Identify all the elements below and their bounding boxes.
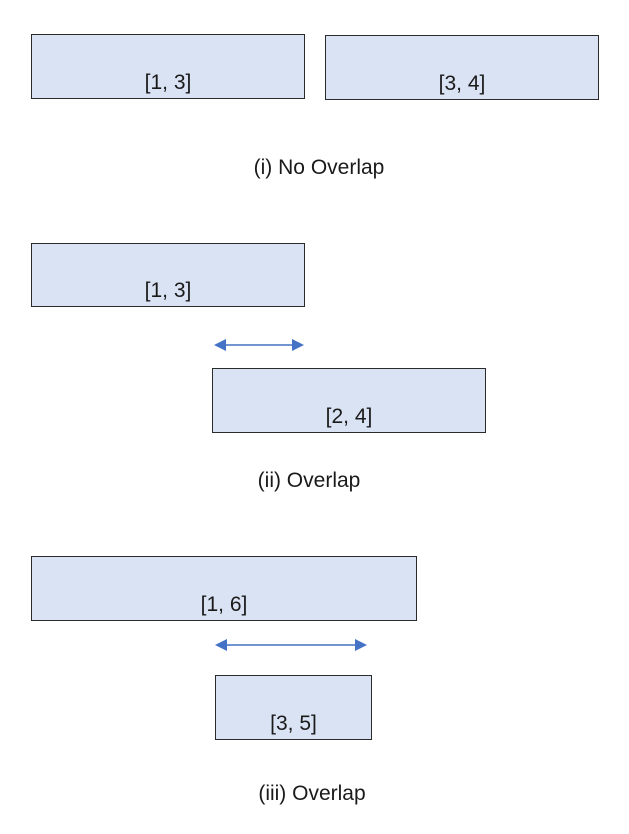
interval-label: [1, 3] [144, 279, 192, 302]
interval-box-3-4: [3, 4] [325, 35, 599, 100]
panel-caption-overlap: (iii) Overlap [258, 782, 366, 805]
panel-caption-overlap: (ii) Overlap [257, 469, 361, 492]
interval-box-1-3: [1, 3] [31, 34, 305, 99]
interval-box-2-4: [2, 4] [212, 368, 486, 433]
overlap-arrow-icon [215, 639, 367, 651]
interval-label: [3, 4] [438, 72, 486, 95]
interval-box-1-6: [1, 6] [31, 556, 417, 621]
panel-caption-no-overlap: (i) No Overlap [253, 156, 385, 179]
interval-box-3-5: [3, 5] [215, 675, 372, 740]
interval-label: [1, 6] [200, 593, 248, 616]
interval-label: [2, 4] [325, 405, 373, 428]
interval-box-1-3: [1, 3] [31, 243, 305, 307]
interval-label: [3, 5] [270, 712, 317, 735]
overlap-arrow-icon [214, 339, 304, 351]
interval-label: [1, 3] [144, 71, 192, 94]
